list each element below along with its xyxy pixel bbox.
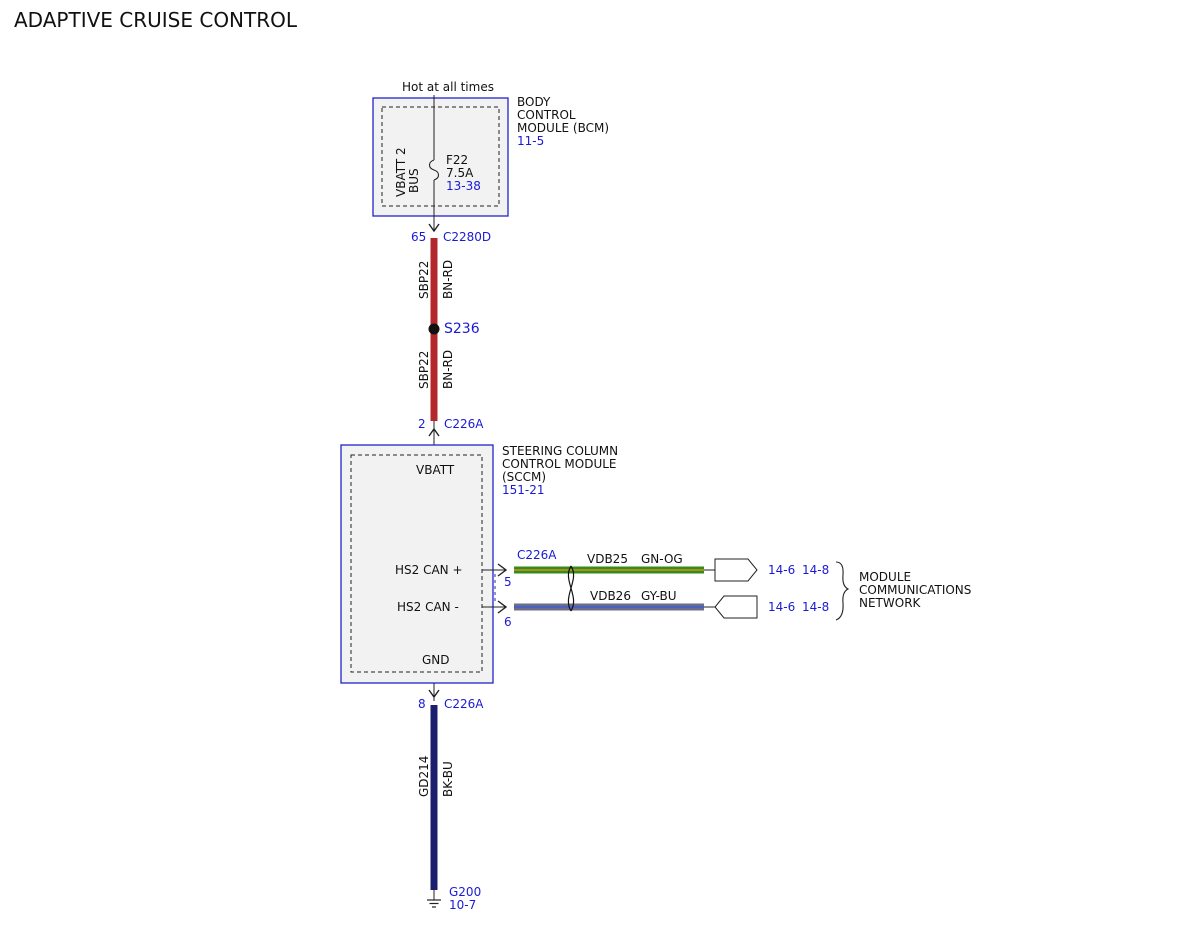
sccm-inner-dashed-box (350, 454, 483, 673)
network-in-arrow-icon (714, 595, 758, 619)
can-minus-connector-arrow-icon (497, 600, 508, 614)
wire-sbp22-upper-color: BN-RD (441, 260, 455, 299)
sccm-top-connector-id[interactable]: C226A (444, 417, 484, 431)
wire-sbp22-upper-circuit: SBP22 (417, 261, 431, 299)
sccm-box (340, 444, 494, 684)
network-ref-upper-2[interactable]: 14-8 (802, 563, 829, 577)
fuse-icon (428, 159, 440, 181)
can-plus-connector-arrow-icon (497, 563, 508, 577)
fuse-name: F22 (446, 153, 468, 167)
network-label-line-2: COMMUNICATIONS (859, 583, 971, 597)
wire-gd214-circuit: GD214 (417, 756, 431, 797)
fuse-rating: 7.5A (446, 166, 474, 180)
wire-sbp22-lower-color: BN-RD (441, 350, 455, 389)
sccm-name-line-2: CONTROL MODULE (502, 457, 617, 471)
bcm-connector-arrow-icon (428, 223, 440, 233)
network-out-arrow-icon (714, 558, 758, 582)
network-ref-lower-2[interactable]: 14-8 (802, 600, 829, 614)
ground-page-ref[interactable]: 10-7 (449, 898, 476, 912)
bcm-name-line-1: BODY (517, 95, 551, 109)
sccm-top-pin: 2 (418, 417, 426, 431)
bcm-connector-id[interactable]: C2280D (443, 230, 491, 244)
steering-column-control-module (340, 444, 494, 684)
network-label-line-3: NETWORK (859, 596, 922, 610)
bcm-name-line-3: MODULE (BCM) (517, 121, 609, 135)
wire-gd214-color: BK-BU (441, 761, 455, 797)
can-minus-pin: 6 (504, 615, 512, 629)
sccm-bottom-pin: 8 (418, 697, 426, 711)
bcm-inner-dashed-box (381, 106, 500, 207)
wire-sbp22-lower-circuit: SBP22 (417, 351, 431, 389)
bcm-bus-label-1: VBATT 2 (394, 147, 408, 197)
bcm-name-line-2: CONTROL (517, 108, 576, 122)
bcm-feed-label: Hot at all times (402, 80, 494, 94)
sccm-top-connector-arrow-icon (428, 427, 440, 437)
diagram-title: ADAPTIVE CRUISE CONTROL (14, 8, 298, 32)
sccm-name-line-1: STEERING COLUMN (502, 444, 618, 458)
twisted-pair-icon (567, 565, 575, 612)
can-connector-id[interactable]: C226A (517, 548, 557, 562)
wire-vdb26-color: GY-BU (641, 589, 677, 603)
can-plus-pin: 5 (504, 575, 512, 589)
splice-dot (428, 323, 440, 335)
network-brace-icon (835, 561, 850, 621)
bcm-connector-pin: 65 (411, 230, 426, 244)
sccm-can-minus-label: HS2 CAN - (397, 600, 459, 614)
wire-vdb25-circuit: VDB25 (587, 552, 628, 566)
network-ref-lower-1[interactable]: 14-6 (768, 600, 795, 614)
wire-sbp22-lower (430, 333, 438, 421)
body-control-module (372, 97, 509, 217)
wire-vdb25-color: GN-OG (641, 552, 683, 566)
wire-vdb26-circuit: VDB26 (590, 589, 631, 603)
ground-symbol-icon (427, 899, 441, 908)
bcm-page-ref[interactable]: 11-5 (517, 134, 544, 148)
network-label-line-1: MODULE (859, 570, 911, 584)
sccm-page-ref[interactable]: 151-21 (502, 483, 545, 497)
bcm-bus-label-2: BUS (407, 168, 421, 193)
wire-sbp22-upper (430, 238, 438, 326)
sccm-bottom-connector-arrow-icon (428, 689, 440, 699)
fuse-page-ref[interactable]: 13-38 (446, 179, 481, 193)
bcm-box (372, 97, 509, 217)
sccm-bottom-connector-id[interactable]: C226A (444, 697, 484, 711)
network-ref-upper-1[interactable]: 14-6 (768, 563, 795, 577)
sccm-vbatt-label: VBATT (416, 463, 455, 477)
ground-id[interactable]: G200 (449, 885, 481, 899)
sccm-name-line-3: (SCCM) (502, 470, 546, 484)
sccm-can-plus-label: HS2 CAN + (395, 563, 463, 577)
wire-gd214 (430, 705, 438, 890)
sccm-gnd-label: GND (422, 653, 450, 667)
splice-id[interactable]: S236 (444, 321, 480, 337)
